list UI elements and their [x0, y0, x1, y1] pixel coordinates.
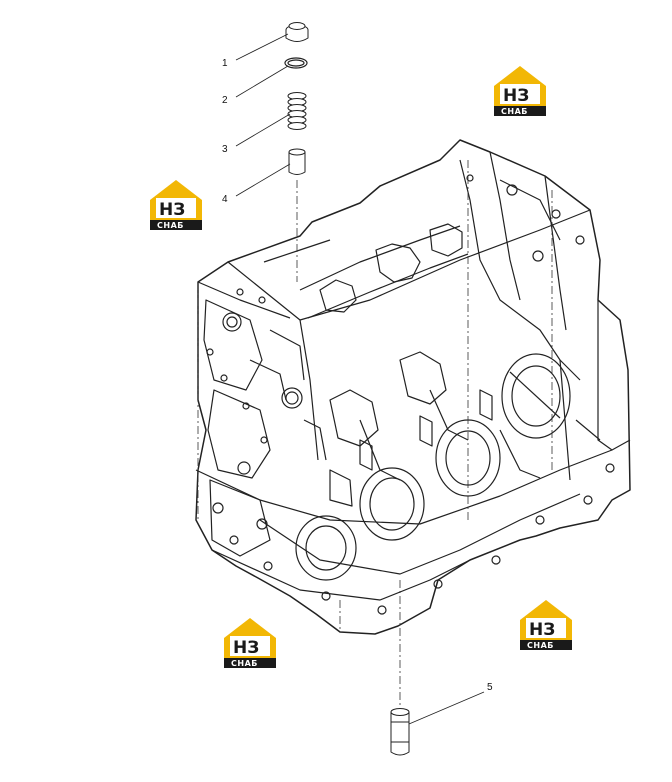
- callout-3: 3: [222, 144, 228, 155]
- svg-text:НЗ: НЗ: [503, 86, 529, 106]
- svg-text:СНАБ: СНАБ: [527, 641, 554, 650]
- callout-labels: 1 2 3 4 5: [222, 58, 493, 693]
- callout-5: 5: [487, 682, 493, 693]
- part-1-cap: [285, 22, 309, 42]
- svg-text:НЗ: НЗ: [159, 200, 185, 220]
- part-3-spring: [287, 92, 307, 130]
- watermark-logo-left: НЗ СНАБ: [150, 180, 202, 230]
- svg-text:СНАБ: СНАБ: [157, 221, 184, 230]
- part-4-plunger: [288, 148, 306, 175]
- leader-lines: [235, 33, 485, 725]
- alignment-lines: [197, 160, 553, 706]
- watermark-logo-bottom-left: НЗ СНАБ: [224, 618, 276, 668]
- svg-text:СНАБ: СНАБ: [231, 659, 258, 668]
- part-2-ring: [284, 57, 308, 69]
- svg-text:СНАБ: СНАБ: [501, 107, 528, 116]
- svg-text:НЗ: НЗ: [529, 620, 555, 640]
- callout-2: 2: [222, 95, 228, 106]
- watermark-logo-bottom-right: НЗ СНАБ: [520, 600, 572, 650]
- callout-1: 1: [222, 58, 228, 69]
- watermark-logo-top-right: НЗ СНАБ: [494, 66, 546, 116]
- part-5-sleeve: [390, 708, 410, 756]
- engine-block: [195, 139, 631, 635]
- svg-text:НЗ: НЗ: [233, 638, 259, 658]
- callout-4: 4: [222, 194, 228, 205]
